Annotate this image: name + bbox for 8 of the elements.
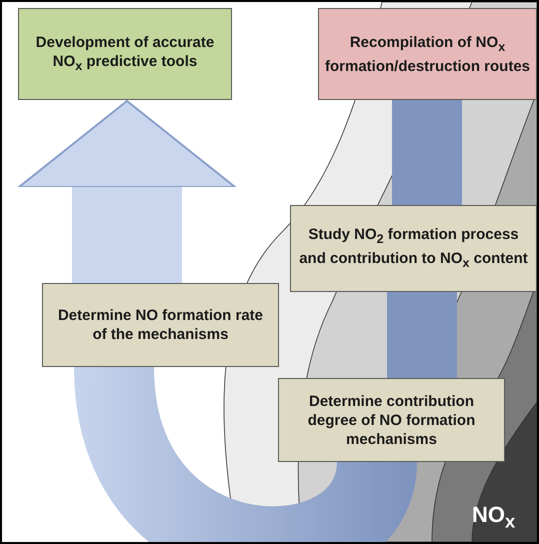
text-box: Recompilation of NO$_{x}$ formation/destruction routes [318, 8, 537, 100]
flow-band [392, 100, 462, 205]
text-box: Determine NO formation rate of the mechanisms [42, 283, 279, 367]
flow-band [387, 292, 457, 378]
text-box: Determine contribution degree of NO formation mechanisms [278, 378, 505, 462]
text-box: Development of accurate NO$_{x}$ predictive tools [18, 8, 232, 100]
text-box: Study NO$_{2}$ formation process and contribution to NO$_{x}$ content [290, 205, 537, 292]
label-text: NO$_{x}$ [472, 502, 516, 532]
